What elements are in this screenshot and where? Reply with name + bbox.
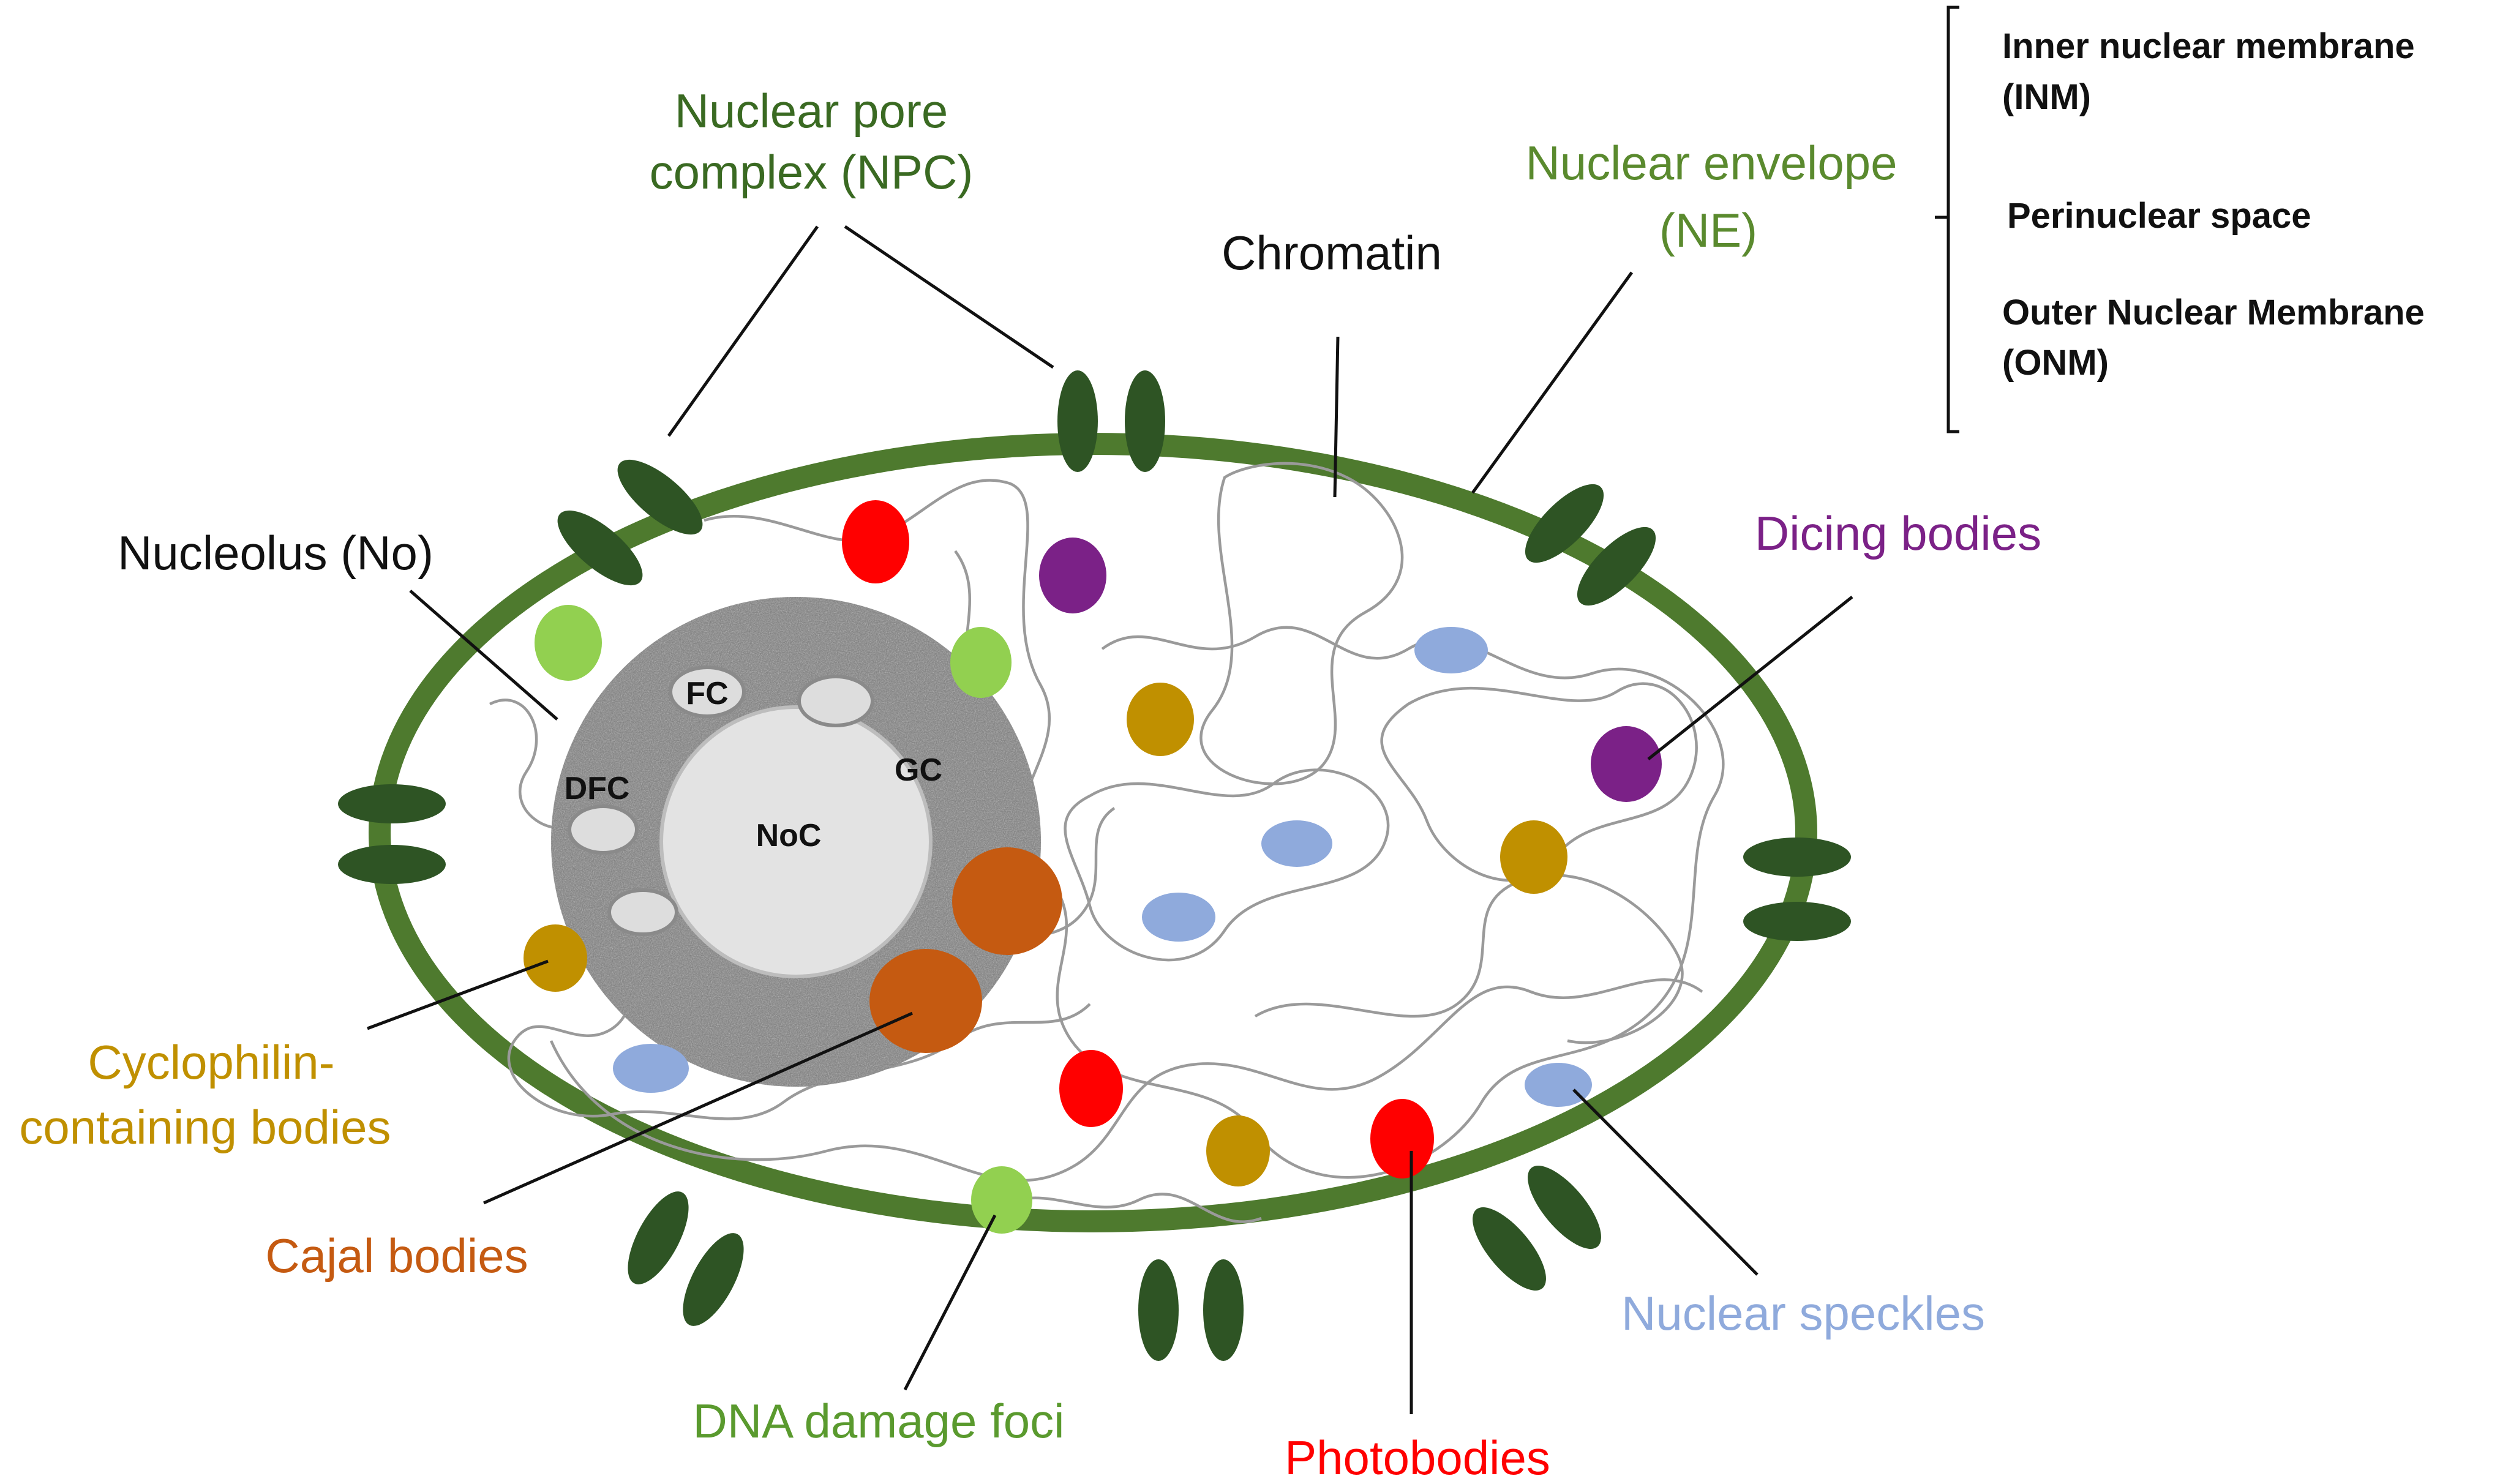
leader-lines [367,225,1853,1414]
fibrillar-center-4 [607,888,678,936]
pore-right-1 [1743,838,1851,877]
perinuclear-label: Perinuclear space [2007,196,2311,236]
pore-bottom-left-2 [683,1233,744,1326]
cyclophilin-body [524,924,587,992]
dna-damage-focus [535,605,602,681]
inm-label-line1: Inner nuclear membrane [2002,26,2415,66]
fibrillar-center-3 [568,804,639,855]
photobodies-label: Photobodies [1285,1431,1550,1484]
photobody [1059,1050,1123,1127]
chromatin-label: Chromatin [1222,226,1442,280]
pore-left-2 [338,845,446,884]
pore-top-left-1 [617,459,703,535]
cyclophilin-body [1500,820,1567,894]
nuclear-speckle [1261,820,1332,867]
pore-top-right-2 [1577,527,1656,606]
pore-left-1 [338,784,446,823]
pore-top-2 [1125,370,1165,472]
nucleolar-cavity [659,705,933,978]
photobody [1370,1099,1434,1179]
cyclophilin-body [1206,1115,1270,1186]
npc-label-line2: complex (NPC) [650,145,974,199]
cyclophilin-label-line2: containing bodies [19,1100,391,1154]
cyclophilin-body [1127,683,1194,756]
pore-bottom-left-1 [628,1191,689,1284]
fibrillar-center-1 [669,665,746,718]
ne-label-line1: Nuclear envelope [1525,136,1897,190]
npc-label-line1: Nuclear pore [675,84,948,138]
photobody [842,500,909,583]
onm-label-line2: (ONM) [2002,343,2109,383]
onm-label-line1: Outer Nuclear Membrane [2002,293,2425,332]
pore-bottom-2 [1203,1259,1244,1361]
nucleolus-label: Nucleolus (No) [118,526,434,580]
fibrillar-center-2 [797,675,874,727]
pore-top-1 [1057,370,1098,472]
speckles-label: Nuclear speckles [1621,1286,1985,1340]
pore-top-left-2 [557,510,643,586]
cyclophilin-label-line1: Cyclophilin- [88,1035,334,1089]
pore-bottom-right-1 [1473,1207,1546,1291]
dfc-label: DFC [565,771,630,806]
dicing-label: Dicing bodies [1755,506,2041,560]
gc-label: GC [895,752,942,788]
pore-top-right-1 [1525,484,1604,563]
pore-bottom-right-2 [1528,1166,1601,1249]
ne-label-line2: (NE) [1659,203,1757,257]
pore-right-2 [1743,902,1851,941]
envelope-bracket [1935,6,1959,433]
nuclear-bodies [524,500,1662,1234]
dna-damage-focus [950,627,1012,698]
dicing-body [1039,538,1106,613]
pore-bottom-1 [1138,1259,1179,1361]
dicing-body [1591,726,1662,802]
nuclear-speckle [613,1044,689,1093]
nuclear-pores [338,370,1851,1361]
dna-damage-label: DNA damage foci [693,1394,1065,1448]
nuclear-speckle [1142,893,1215,942]
inm-label-line2: (INM) [2002,77,2091,117]
nuclear-speckle [1414,627,1488,673]
cajal-body [952,847,1062,955]
nuclear-speckle [1525,1063,1592,1107]
dna-damage-focus [971,1166,1032,1234]
cajal-label: Cajal bodies [265,1229,528,1283]
cajal-body [869,949,982,1053]
fc-label: FC [686,676,728,711]
noc-label: NoC [756,818,822,853]
